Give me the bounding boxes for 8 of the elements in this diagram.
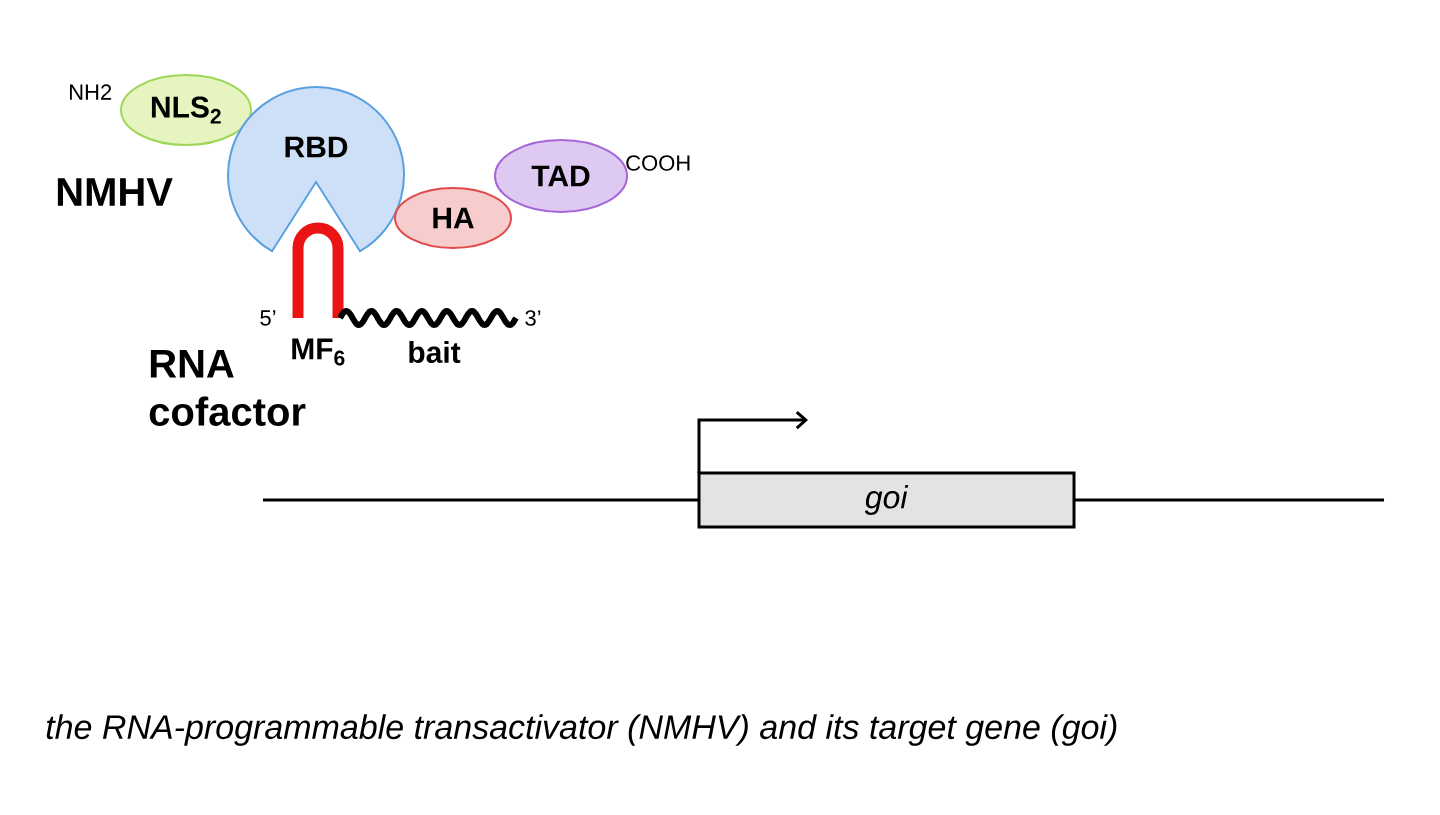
gene-box: goi [697, 471, 1076, 529]
terminus-label: NH2 [70, 84, 112, 100]
caption: the RNA-programmable transactivator (NMHV) and its target gene (goi) [46, 714, 1117, 746]
strand-end-label: 5’ [260, 310, 276, 326]
terminus-label: COOH [626, 155, 690, 171]
rna-part-label: bait [409, 341, 461, 364]
protein-name: NMHV [57, 178, 173, 206]
strand-end-label: 3’ [525, 310, 541, 326]
